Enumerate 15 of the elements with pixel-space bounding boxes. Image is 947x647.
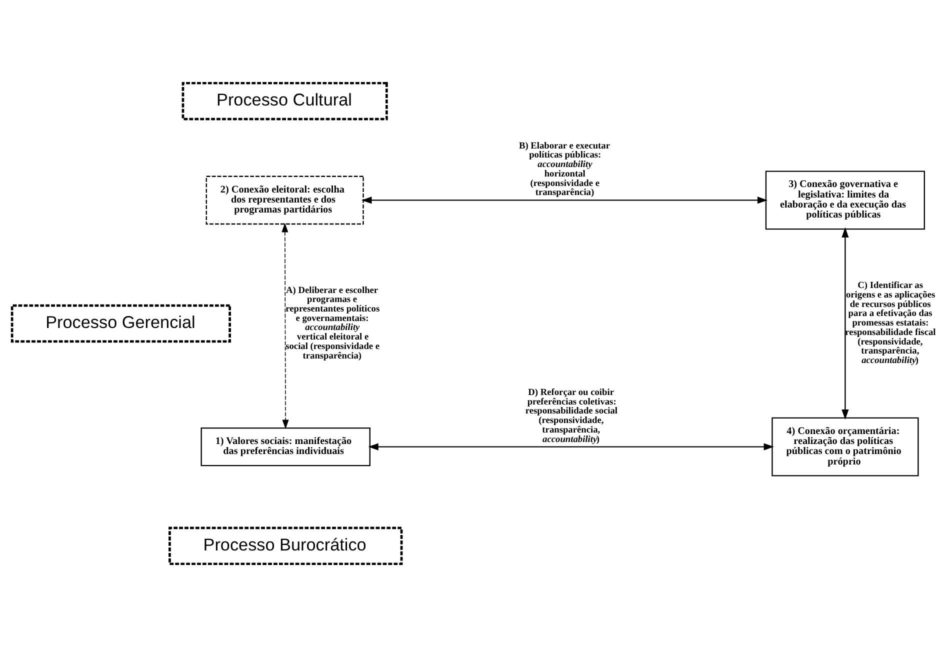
edge-label: D) Reforçar ou coibir preferências coletivas: responsabilidade social (responsividade, transparência, accountability): [525, 388, 618, 445]
edge-label: C) Identificar as origens e as aplicações de recursos públicos para a efetivação das promessas estatais: responsabilidade fiscal (responsividade, transparência, accountability): [845, 281, 936, 366]
node-box: 1) Valores sociais: manifestação das preferências individuais: [200, 428, 370, 466]
arrow: [362, 196, 768, 204]
node-box: 4) Conexão orçamentária: realização das políticas públicas com o patrimônio próprio: [772, 417, 919, 476]
node-box: Processo Cultural: [182, 82, 388, 120]
node-box: 2) Conexão eleitoral: escolha dos representantes e dos programas partidários: [206, 176, 364, 225]
edge-label: B) Elaborar e executar políticas públicas: accountability horizontal (responsividade e transparência): [518, 141, 610, 198]
node-box: Processo Gerencial: [10, 304, 231, 343]
node-box: 3) Conexão governativa e legislativa: limites da elaboração e da execução das políticas públicas: [765, 170, 925, 230]
edge-label: A) Deliberar e escolher programas e representantes políticos e governamentais: accountability vertical eleitoral e social (responsividade e transparência): [286, 286, 380, 362]
arrow: [282, 222, 289, 430]
arrow: [842, 227, 849, 420]
arrow: [368, 443, 774, 450]
node-box: Processo Burocrático: [168, 526, 403, 566]
